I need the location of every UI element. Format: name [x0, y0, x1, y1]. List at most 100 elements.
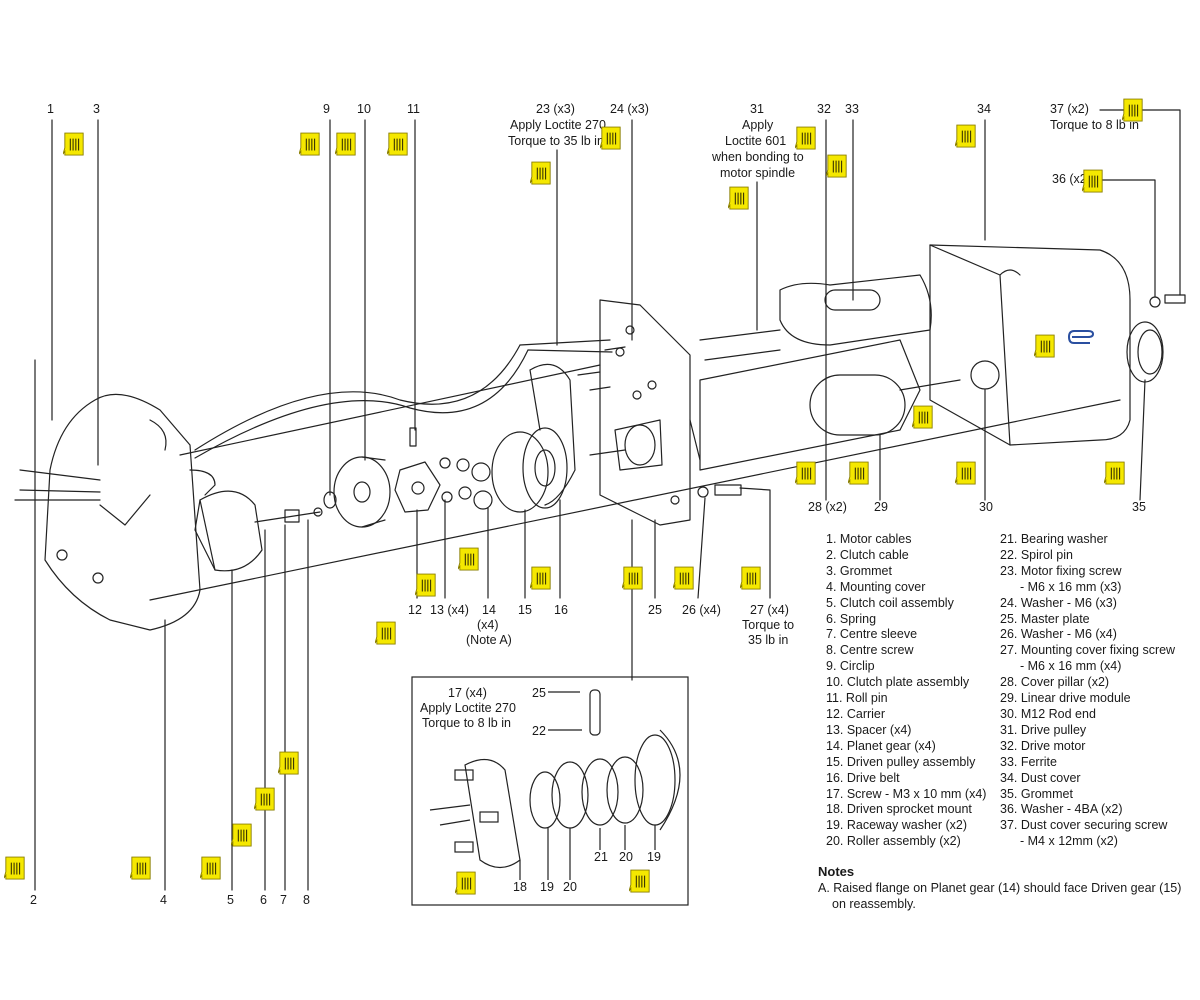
callout-31-note-d: motor spindle: [720, 166, 796, 180]
inset-callout-17-note-b: Torque to 8 lb in: [422, 716, 511, 730]
parts-list-item: 27. Mounting cover fixing screw: [1000, 643, 1176, 658]
parts-list-item: 25. Master plate: [1000, 611, 1090, 626]
parts-list-item: 37. Dust cover securing screw: [1000, 818, 1168, 833]
sticky-note-icon[interactable]: [4, 855, 26, 883]
inset-detail-box: [411, 676, 689, 906]
parts-list-item: 5. Clutch coil assembly: [826, 595, 954, 610]
callout-1: 1: [47, 102, 54, 116]
callout-24: 24 (x3): [610, 102, 649, 116]
callout-37-note: Torque to 8 lb in: [1050, 118, 1139, 132]
sticky-note-icon[interactable]: [299, 131, 321, 159]
callout-9: 9: [323, 102, 330, 116]
assembly-axis-line: [149, 399, 1121, 601]
notes-body: A. Raised flange on Planet gear (14) sho…: [818, 880, 1181, 912]
parts-list-item: 36. Washer - 4BA (x2): [1000, 802, 1123, 817]
callout-23: 23 (x3): [536, 102, 575, 116]
sticky-note-icon[interactable]: [673, 565, 695, 593]
parts-list-item: 8. Centre screw: [826, 643, 914, 658]
callout-5: 5: [227, 893, 234, 907]
sticky-note-icon[interactable]: [130, 855, 152, 883]
parts-list-item: 11. Roll pin: [826, 691, 888, 706]
sticky-note-icon[interactable]: [1082, 168, 1104, 196]
callout-26: 26 (x4): [682, 603, 721, 617]
inset-callout-20b: 20: [619, 850, 633, 864]
sticky-note-icon[interactable]: [200, 855, 222, 883]
sticky-note-icon[interactable]: [740, 565, 762, 593]
sticky-note-icon[interactable]: [375, 620, 397, 648]
sticky-note-icon[interactable]: [455, 870, 477, 898]
sticky-note-icon[interactable]: [415, 572, 437, 600]
callout-14-note: (Note A): [466, 633, 512, 647]
parts-list-item: 24. Washer - M6 (x3): [1000, 595, 1117, 610]
drive-belt-shape: [529, 363, 576, 506]
sticky-note-icon[interactable]: [458, 546, 480, 574]
inset-callout-17-note-a: Apply Loctite 270: [420, 701, 516, 715]
sticky-note-icon[interactable]: [231, 822, 253, 850]
callout-30: 30: [979, 500, 993, 514]
callout-7: 7: [280, 893, 287, 907]
parts-list-item: 22. Spirol pin: [1000, 547, 1073, 562]
parts-list-left: 1. Motor cables 2. Clutch cable 3. Gromm…: [826, 532, 986, 850]
sticky-note-icon[interactable]: [848, 460, 870, 488]
sticky-note-icon[interactable]: [955, 123, 977, 151]
mounting-cover-shape: [44, 393, 201, 631]
sticky-note-icon[interactable]: [795, 125, 817, 153]
parts-list-item: 33. Ferrite: [1000, 754, 1057, 769]
sticky-note-icon[interactable]: [955, 460, 977, 488]
parts-list-item: 29. Linear drive module: [1000, 691, 1131, 706]
callout-8: 8: [303, 893, 310, 907]
callout-37: 37 (x2): [1050, 102, 1089, 116]
callout-36: 36 (x2): [1052, 172, 1091, 186]
sticky-note-icon[interactable]: [912, 404, 934, 432]
parts-list-item: 18. Driven sprocket mount: [826, 802, 972, 817]
sticky-note-icon[interactable]: [278, 750, 300, 778]
sticky-note-icon[interactable]: [1104, 460, 1126, 488]
sticky-note-icon[interactable]: [530, 565, 552, 593]
parts-list-item: 14. Planet gear (x4): [826, 738, 936, 753]
callout-6: 6: [260, 893, 267, 907]
parts-list-item: 17. Screw - M3 x 10 mm (x4): [826, 786, 987, 801]
parts-list-item: 10. Clutch plate assembly: [826, 675, 970, 690]
paperclip-icon[interactable]: [1068, 330, 1096, 344]
sticky-note-icon[interactable]: [530, 160, 552, 188]
sticky-note-icon[interactable]: [1122, 97, 1144, 125]
sticky-note-icon[interactable]: [335, 131, 357, 159]
callout-31-note-c: when bonding to: [712, 150, 804, 164]
sticky-note-icon[interactable]: [254, 786, 276, 814]
clutch-plate-shape: [333, 456, 391, 528]
clutch-coil-shape: [194, 490, 263, 572]
sticky-note-icon[interactable]: [629, 868, 651, 896]
sticky-note-icon[interactable]: [728, 185, 750, 213]
parts-list-item: 6. Spring: [826, 611, 877, 626]
sticky-note-icon[interactable]: [387, 131, 409, 159]
parts-list-item: 19. Raceway washer (x2): [826, 818, 968, 833]
parts-list-item: 32. Drive motor: [1000, 738, 1086, 753]
inset-callout-22: 22: [532, 724, 546, 738]
inset-callout-20: 20: [563, 880, 577, 894]
callout-23-note-a: Apply Loctite 270: [510, 118, 606, 132]
sticky-note-icon[interactable]: [826, 153, 848, 181]
sticky-note-icon[interactable]: [622, 565, 644, 593]
callout-32: 32: [817, 102, 831, 116]
sticky-note-icon[interactable]: [600, 125, 622, 153]
callout-15: 15: [518, 603, 532, 617]
sticky-note-icon[interactable]: [63, 131, 85, 159]
sticky-note-icon[interactable]: [795, 460, 817, 488]
callout-13: 13 (x4): [430, 603, 469, 617]
parts-list-item: 15. Driven pulley assembly: [826, 754, 976, 769]
linear-drive-shape: [699, 339, 921, 471]
parts-list-item: 21. Bearing washer: [1000, 532, 1108, 546]
parts-list-item: 28. Cover pillar (x2): [1000, 675, 1110, 690]
callout-12: 12: [408, 603, 422, 617]
parts-list-item: 16. Drive belt: [826, 770, 900, 785]
notes-line: on reassembly.: [832, 897, 916, 911]
sticky-note-icon[interactable]: [1034, 333, 1056, 361]
parts-list-item: - M4 x 12mm (x2): [1020, 834, 1118, 849]
callout-14-qty: (x4): [477, 618, 499, 632]
inset-callout-21: 21: [594, 850, 608, 864]
parts-list-item: 13. Spacer (x4): [826, 722, 912, 737]
parts-list-item: 2. Clutch cable: [826, 547, 909, 562]
callout-27-note-a: Torque to: [742, 618, 795, 632]
callout-31: 31: [750, 102, 764, 116]
callout-25: 25: [648, 603, 662, 617]
